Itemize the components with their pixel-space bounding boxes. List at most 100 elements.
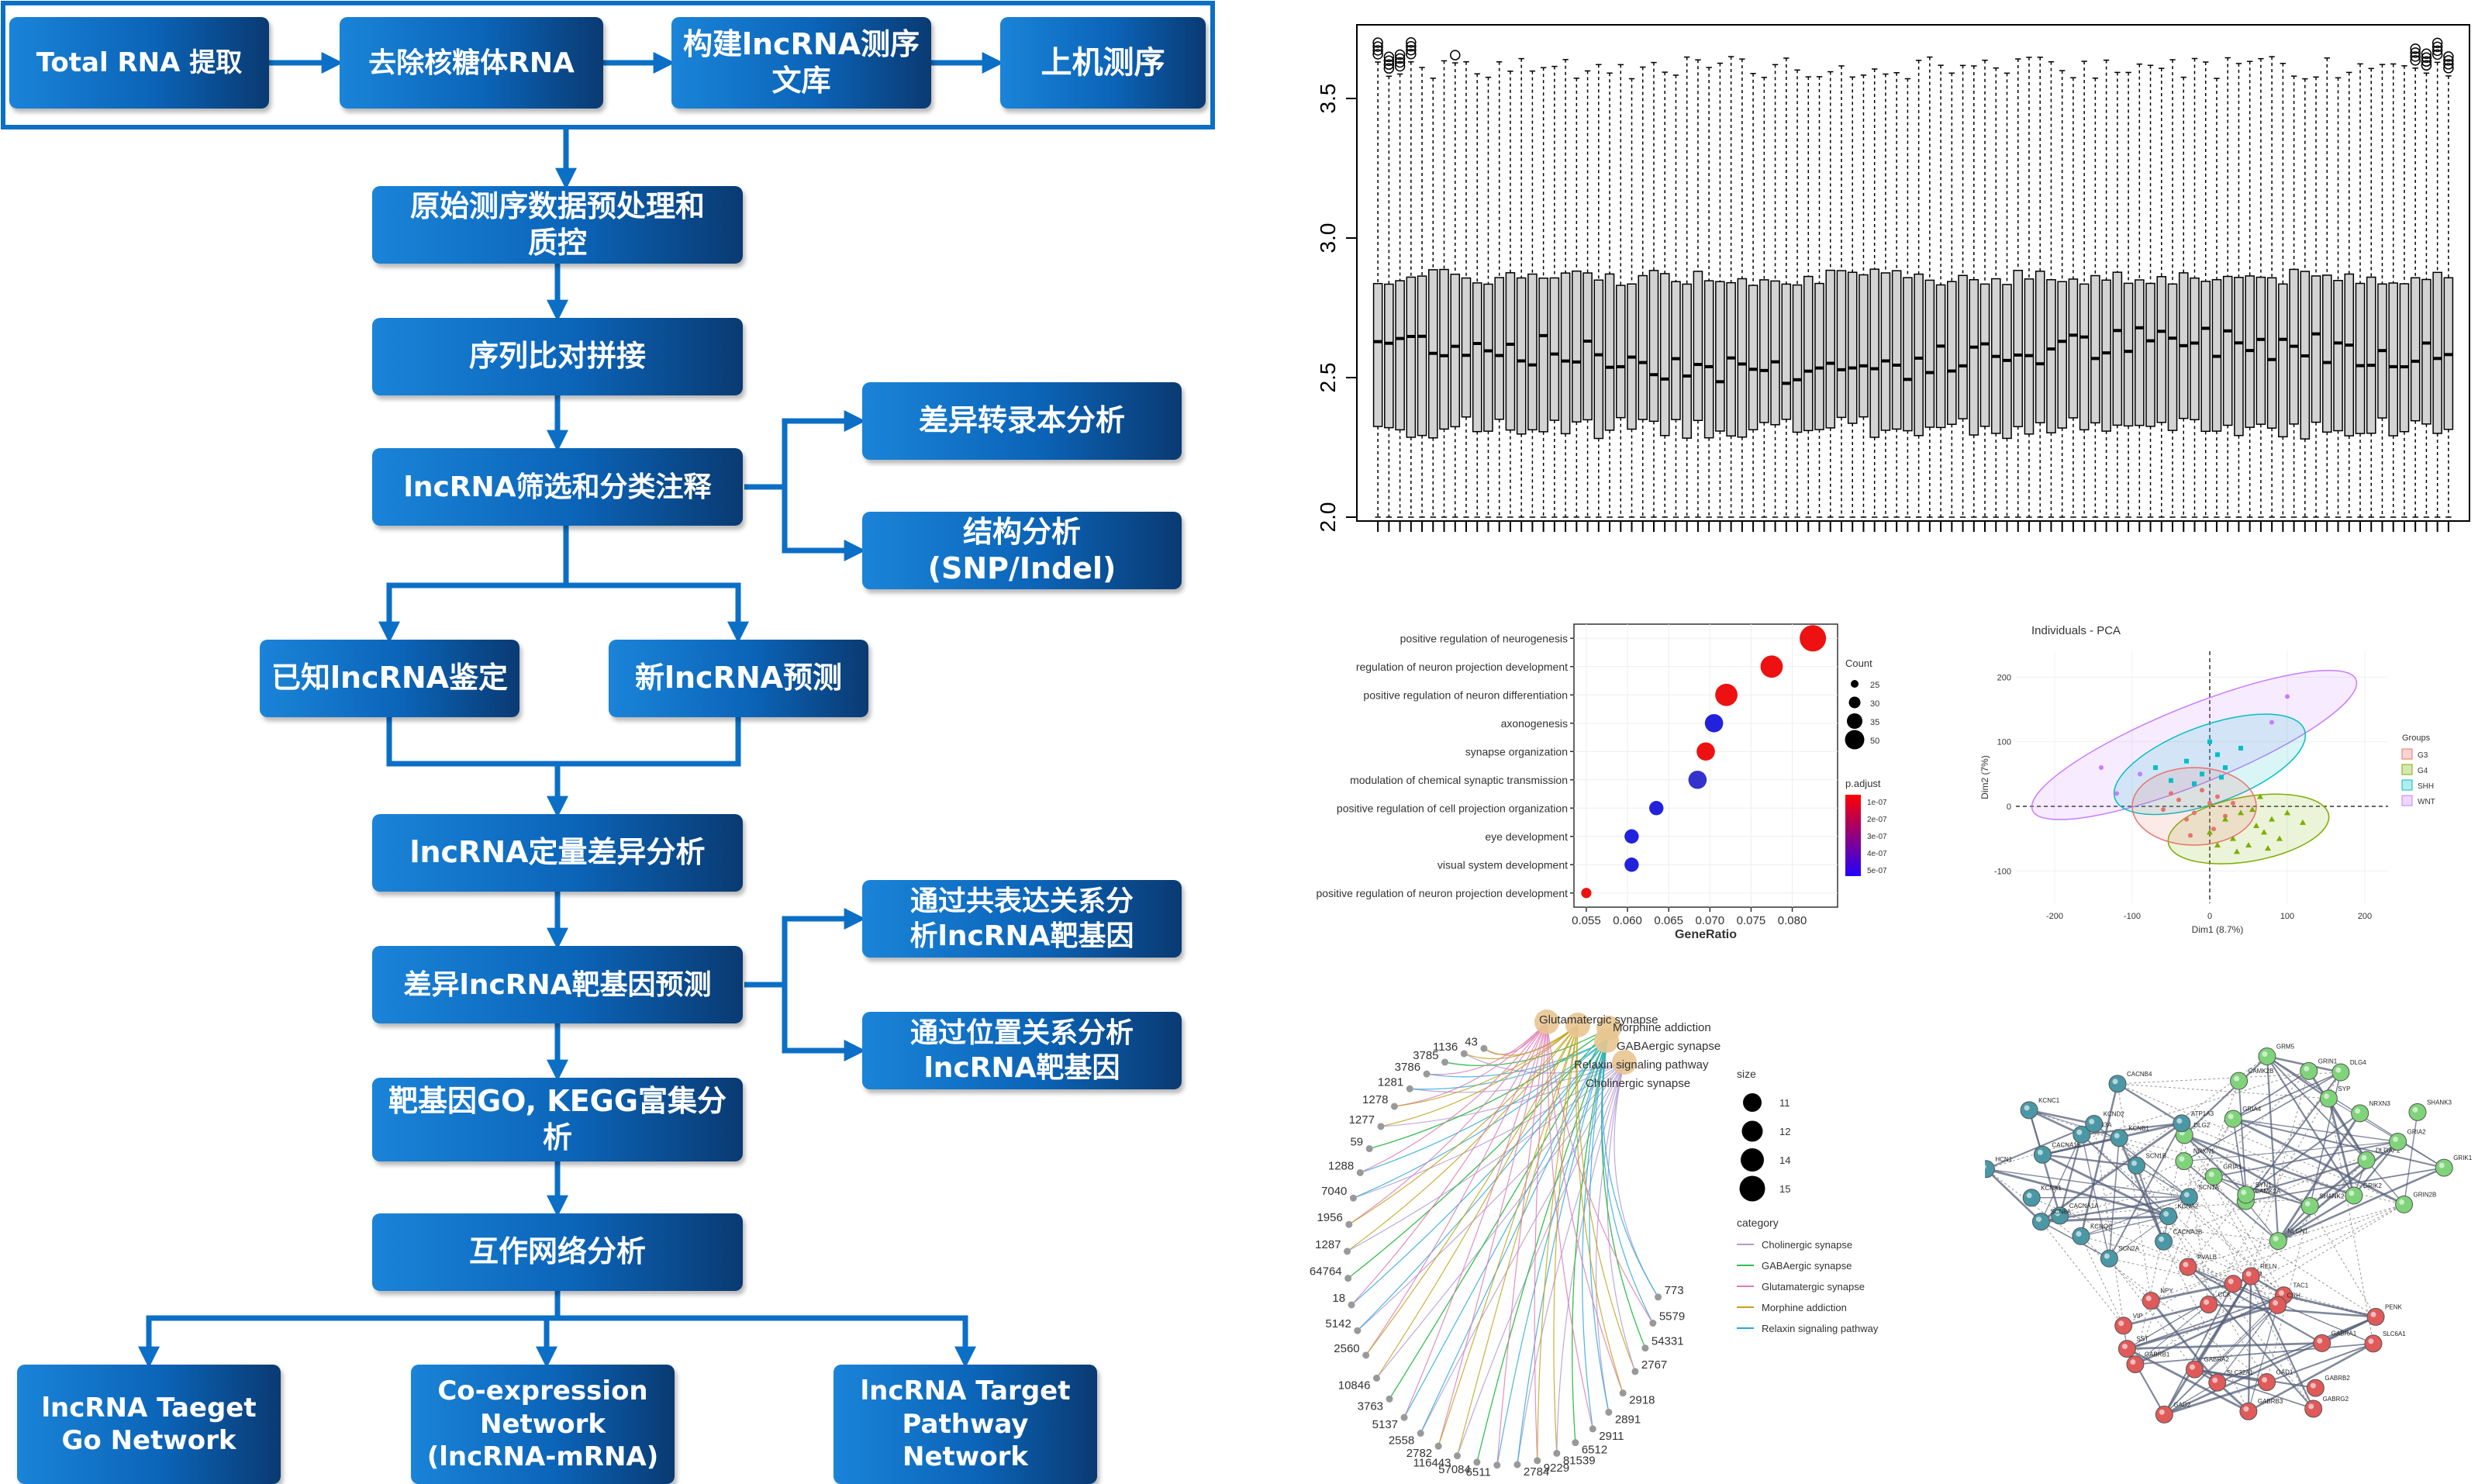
ppi-node-highlight [2304, 1201, 2311, 1207]
ppi-node-highlight [2323, 1093, 2329, 1099]
x-tick-label: 0 [2207, 912, 2212, 921]
ppi-node-label: SCN2A [2118, 1245, 2139, 1252]
box [2090, 274, 2100, 424]
gene-node [1480, 1044, 1488, 1052]
box [1560, 272, 1571, 435]
ppi-node [2258, 1373, 2276, 1392]
ppi-edge [2183, 1161, 2314, 1410]
group-point [2192, 810, 2197, 816]
ppi-node-label: GRIN1 [2318, 1058, 2338, 1065]
ppi-edge [2183, 1160, 2279, 1242]
ppi-edge [2183, 1141, 2398, 1162]
ppi-node-label: SHANK3 [2427, 1099, 2452, 1106]
gene-label: 18 [1332, 1292, 1345, 1305]
step-screening-label: lncRNA筛选和分类注释 [403, 471, 712, 503]
gene-node [1344, 1275, 1352, 1282]
step-diff-transcript: 差异转录本分析 [862, 382, 1182, 460]
ppi-edge [2093, 1123, 2284, 1296]
box [2388, 282, 2399, 437]
ppi-node-label: RELN [2260, 1263, 2277, 1270]
legend-category-label: Relaxin signaling pathway [1762, 1323, 1879, 1334]
gene-label: 59 [1350, 1136, 1363, 1149]
ppi-node-highlight [2204, 1299, 2210, 1305]
gene-term-edge [1365, 1024, 1579, 1356]
legend-padj-bar [1845, 795, 1861, 876]
outlier [1450, 50, 1461, 60]
term-dot [1800, 625, 1827, 652]
term-dot [1581, 888, 1592, 899]
output-go-network: lncRNA Taeget Go Network [17, 1365, 281, 1484]
box [1406, 276, 1417, 438]
gene-term-edge [1347, 1061, 1625, 1252]
ppi-edge [2127, 1304, 2278, 1350]
box [2135, 279, 2145, 426]
ppi-node [2389, 1132, 2407, 1151]
outlier [2421, 60, 2432, 71]
outlier [1383, 59, 1395, 71]
legend-count-dot [1851, 680, 1859, 688]
ppi-edge [2353, 1141, 2399, 1196]
ppi-node-highlight [2114, 1133, 2120, 1139]
box [2057, 281, 2067, 429]
group-ellipse [2167, 793, 2330, 865]
ppi-node-label: GRIN2B [2414, 1191, 2437, 1198]
gene-term-edge [1602, 1040, 1659, 1298]
step-structure: 结构分析 (SNP/Indel) [862, 512, 1182, 589]
outlier [2432, 41, 2443, 53]
box [2266, 277, 2277, 429]
gene-label: 3785 [1413, 1049, 1438, 1062]
outlier [2443, 55, 2454, 66]
step-preprocess: 原始测序数据预处理和 质控 [372, 186, 743, 264]
gene-label: 5142 [1325, 1317, 1351, 1330]
x-tick-label: 0.055 [1572, 914, 1601, 927]
ppi-node-highlight [2273, 1236, 2279, 1242]
term-label: positive regulation of neuron projection… [1316, 887, 1568, 899]
ppi-node-label: NPY [2160, 1288, 2173, 1295]
box [1450, 273, 1461, 428]
outlier [1383, 63, 1395, 74]
gene-term-edge [1589, 1040, 1610, 1413]
gene-label: 2784 [1524, 1465, 1549, 1479]
ppi-node-label: CACNA1E [2052, 1141, 2081, 1148]
ppi-edge [2309, 1206, 2376, 1317]
ppi-node-highlight [2243, 1406, 2249, 1412]
ppi-node [2395, 1195, 2414, 1213]
ppi-node-label: SCN8A [2050, 1209, 2071, 1216]
ppi-edge [2150, 1282, 2234, 1303]
ppi-edge [2164, 1295, 2284, 1415]
ppi-node [2185, 1360, 2204, 1379]
ppi-node-label: SCN1B [2145, 1152, 2166, 1159]
box [2101, 279, 2111, 432]
box [1671, 281, 1681, 420]
ppi-node-label: SHANK2 [2319, 1193, 2345, 1200]
term-node [1612, 1050, 1637, 1075]
gene-node [1348, 1301, 1355, 1309]
flow-arrow-8 [378, 526, 569, 644]
box [1891, 270, 1902, 430]
step-alignment: 序列比对拼接 [372, 318, 743, 395]
group-point [2249, 806, 2255, 813]
ppi-node [2110, 1129, 2128, 1148]
gene-label: 5579 [1659, 1310, 1685, 1324]
gene-node [1423, 1070, 1431, 1078]
ppi-edge [2187, 1203, 2404, 1268]
ppi-edge [2277, 1167, 2445, 1242]
term-label: modulation of chemical synaptic transmis… [1350, 774, 1568, 786]
group-point [2200, 788, 2204, 793]
ppi-node-label: PVALB [2197, 1254, 2217, 1261]
legend-count-title: Count [1845, 657, 1872, 669]
plot-area [2016, 651, 2388, 903]
ppi-node [2224, 1110, 2242, 1128]
legend-category-label: Cholinergic synapse [1762, 1239, 1852, 1251]
y-tick-label: -100 [1994, 867, 2011, 876]
box [1372, 282, 1383, 427]
group-point [2269, 816, 2275, 822]
box [1880, 272, 1891, 431]
flow-arrow-9 [566, 582, 749, 644]
box [2068, 278, 2079, 419]
group-point [2207, 829, 2213, 835]
legend-size-label: 14 [1779, 1154, 1790, 1166]
ppi-edge [2135, 1080, 2240, 1365]
ppi-edge [2118, 1137, 2268, 1382]
